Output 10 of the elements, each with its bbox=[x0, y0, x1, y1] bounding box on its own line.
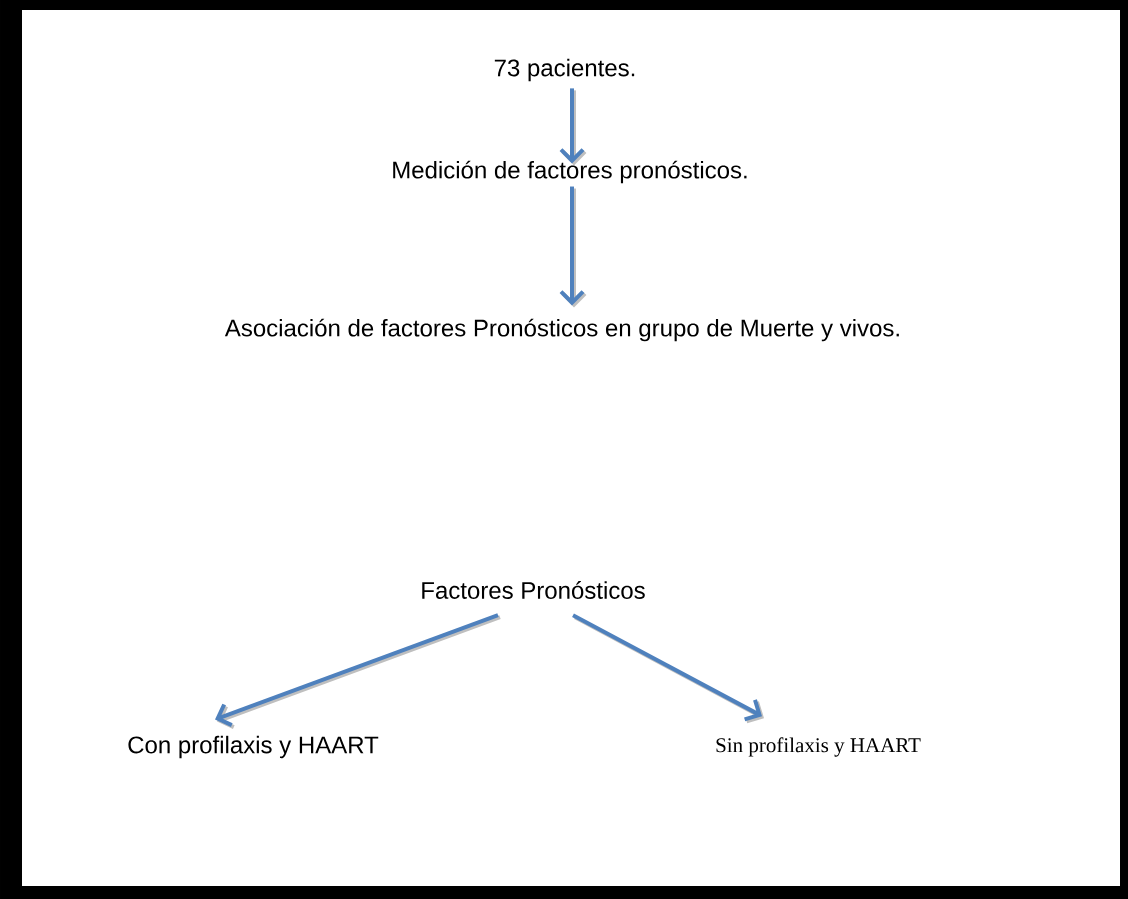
arrow bbox=[559, 88, 587, 166]
arrow bbox=[215, 613, 501, 729]
text-label: Factores Pronósticos bbox=[422, 581, 645, 599]
arrow bbox=[572, 613, 764, 724]
text-label: Sin profilaxis y HAART bbox=[716, 737, 921, 757]
text-label: Medición de factores pronósticos. bbox=[393, 160, 747, 184]
text-label: Asociación de factores Pronósticos en grupo de Muerte y vivos. bbox=[224, 318, 899, 342]
arrow bbox=[559, 186, 587, 308]
text-label: 73 pacientes. bbox=[494, 58, 635, 82]
text-label: Con profilaxis y HAART bbox=[128, 735, 379, 759]
